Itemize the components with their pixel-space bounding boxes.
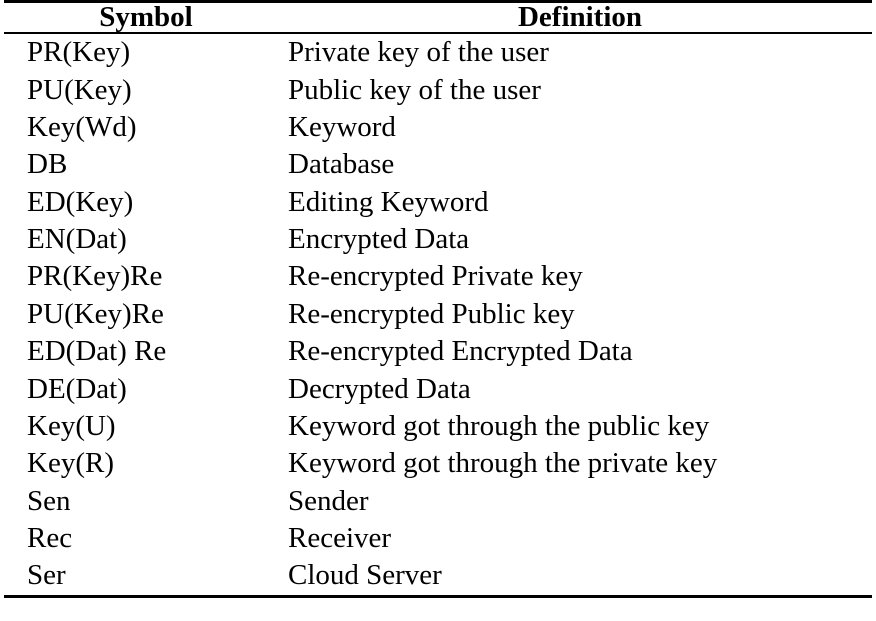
table-row: ED(Dat) Re Re-encrypted Encrypted Data bbox=[4, 333, 872, 370]
cell-symbol: Key(Wd) bbox=[27, 110, 137, 143]
cell-definition: Public key of the user bbox=[288, 73, 541, 106]
cell-definition: Editing Keyword bbox=[288, 185, 489, 218]
cell-definition: Re-encrypted Encrypted Data bbox=[288, 335, 633, 368]
table-row: DB Database bbox=[4, 146, 872, 183]
cell-symbol: PR(Key) bbox=[27, 36, 131, 69]
cell-definition: Cloud Server bbox=[288, 557, 872, 598]
column-header-symbol: Symbol bbox=[4, 0, 288, 34]
cell-symbol: Sen bbox=[27, 484, 71, 517]
cell-symbol: ED(Key) bbox=[27, 185, 134, 218]
symbol-definition-table: Symbol Definition PR(Key) Private key of … bbox=[4, 0, 872, 598]
cell-definition: Database bbox=[288, 148, 395, 181]
table-row: Sen Sender bbox=[4, 483, 872, 520]
cell-symbol: EN(Dat) bbox=[27, 223, 127, 256]
column-header-definition: Definition bbox=[288, 0, 872, 34]
table-row: Key(R) Keyword got through the private ke… bbox=[4, 445, 872, 482]
cell-definition: Private key of the user bbox=[288, 36, 549, 69]
cell-definition: Decrypted Data bbox=[288, 372, 471, 405]
table-row: PR(Key) Private key of the user bbox=[4, 33, 872, 71]
cell-definition: Re-encrypted Public key bbox=[288, 297, 575, 330]
cell-symbol: Ser bbox=[4, 557, 288, 598]
cell-definition: Keyword got through the private key bbox=[288, 447, 718, 480]
table-row: Rec Receiver bbox=[4, 520, 872, 557]
cell-symbol: PU(Key) bbox=[27, 73, 132, 106]
table-header-row: Symbol Definition bbox=[4, 0, 872, 34]
cell-definition: Receiver bbox=[288, 522, 392, 555]
table-row: Key(Wd) Keyword bbox=[4, 109, 872, 146]
cell-symbol: DB bbox=[27, 148, 68, 181]
cell-definition: Sender bbox=[288, 484, 369, 517]
table-header: Symbol Definition bbox=[4, 0, 872, 34]
table-row: PU(Key)Re Re-encrypted Public key bbox=[4, 296, 872, 333]
cell-symbol: DE(Dat) bbox=[27, 372, 127, 405]
cell-definition: Re-encrypted Private key bbox=[288, 260, 583, 293]
cell-symbol: Key(U) bbox=[27, 409, 116, 442]
table-row: PR(Key)Re Re-encrypted Private key bbox=[4, 258, 872, 295]
cell-symbol: PR(Key)Re bbox=[27, 260, 163, 293]
table-row: DE(Dat) Decrypted Data bbox=[4, 370, 872, 407]
cell-symbol: Rec bbox=[27, 522, 73, 555]
cell-definition: Encrypted Data bbox=[288, 223, 470, 256]
cell-symbol: Key(R) bbox=[27, 447, 114, 480]
cell-definition: Keyword bbox=[288, 110, 396, 143]
table-row: ED(Key) Editing Keyword bbox=[4, 184, 872, 221]
table-row: EN(Dat) Encrypted Data bbox=[4, 221, 872, 258]
cell-symbol: ED(Dat) Re bbox=[27, 335, 167, 368]
table-row: PU(Key) Public key of the user bbox=[4, 71, 872, 108]
table-row: Key(U) Keyword got through the public key bbox=[4, 408, 872, 445]
cell-symbol: PU(Key)Re bbox=[27, 297, 164, 330]
cell-definition: Keyword got through the public key bbox=[288, 409, 710, 442]
